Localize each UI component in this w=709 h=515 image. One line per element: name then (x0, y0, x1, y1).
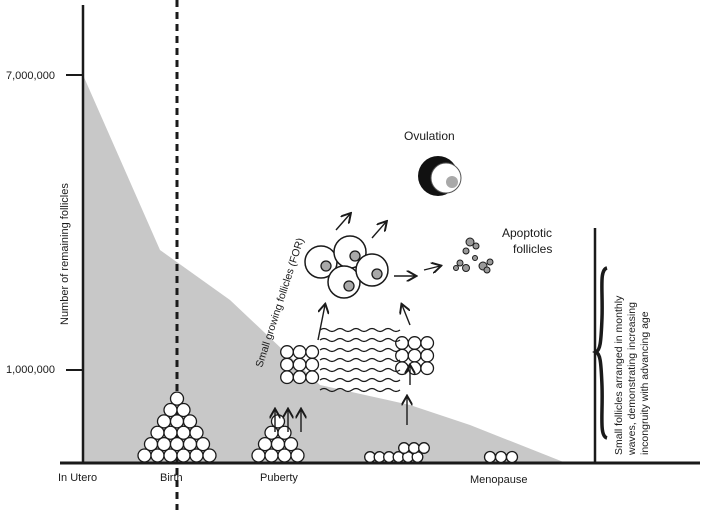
birth-follicle-pyramid (195, 436, 211, 452)
stage-label-birth: Birth (160, 472, 183, 484)
growing-arrow (402, 305, 411, 326)
apoptotic-follicle-icon (486, 258, 494, 266)
dominant-follicle-nucleus (371, 268, 383, 280)
puberty-follicle-grid (305, 370, 320, 385)
apoptotic-follicle-icon (462, 247, 470, 255)
curly-brace-icon (592, 266, 608, 440)
y-tick-label-7m: 7,000,000 (6, 70, 55, 82)
puberty-follicle-grid (305, 357, 320, 372)
dominant-follicle-nucleus (349, 250, 361, 262)
follicle-decline-area (83, 75, 566, 463)
growing-follicle-grid (395, 361, 409, 376)
birth-follicle-pyramid (169, 391, 185, 406)
dominant-follicle-nucleus (343, 280, 355, 292)
growing-follicle-grid (420, 348, 435, 363)
apoptotic-follicle-icon (453, 265, 459, 271)
stage-label-menopause: Menopause (470, 474, 528, 486)
y-axis-title: Number of remaining follicles (59, 183, 71, 325)
apoptotic-label: Apoptotic follicles (502, 226, 555, 256)
follicle-wave (319, 387, 401, 393)
apoptotic-follicle-icon (465, 237, 475, 247)
follicle-wave (319, 337, 401, 343)
birth-follicle-pyramid (189, 425, 204, 440)
menopause-follicle-row (408, 442, 420, 454)
dominant-follicle (327, 265, 361, 299)
puberty-follicle-grid (292, 345, 307, 359)
apoptosis-arrow (423, 266, 440, 270)
ovulation-label: Ovulation (404, 129, 455, 143)
y-tick-label-1m: 1,000,000 (6, 364, 55, 376)
puberty-follicle-pyramid (283, 436, 299, 452)
follicle-wave (319, 377, 401, 383)
ovulated-oocyte-icon (418, 156, 462, 196)
puberty-follicle-pyramid (290, 448, 305, 463)
side-note: Small follicles arranged in monthly wave… (613, 295, 651, 456)
menopause-follicle-row (494, 450, 508, 464)
ovulation-arrow (371, 222, 386, 239)
dominant-follicle (355, 253, 389, 287)
ovulation-arrow (335, 214, 350, 231)
birth-follicle-pyramid (176, 402, 191, 418)
puberty-follicle-grid (305, 345, 320, 359)
growing-follicle-grid (420, 361, 435, 376)
apoptotic-follicle-icon (456, 259, 464, 267)
apoptotic-follicle-icon (472, 242, 480, 250)
puberty-follicle-grid (292, 370, 307, 385)
puberty-follicle-grid (280, 357, 294, 372)
growing-follicle-grid (407, 348, 422, 363)
follicle-cells (137, 235, 519, 464)
puberty-follicle-grid (280, 345, 294, 359)
menopause-follicle-row (483, 450, 497, 464)
follicle-wave (319, 347, 401, 353)
apoptotic-follicle-icon (483, 266, 491, 274)
puberty-follicle-grid (292, 357, 307, 372)
dominant-follicle-nucleus (320, 260, 332, 272)
apoptotic-line-2: follicles (513, 242, 552, 256)
follicle-wave (319, 367, 401, 373)
menopause-follicle-row (418, 442, 430, 454)
growing-follicle-grid (420, 336, 435, 350)
side-note-line-1: Small follicles arranged in monthly (613, 295, 625, 455)
puberty-follicle-grid (280, 370, 294, 385)
apoptotic-follicle-icon (462, 264, 470, 272)
apoptotic-follicle-icon (472, 255, 478, 261)
side-note-line-2: waves, demonstrating increasing (626, 302, 638, 456)
birth-follicle-pyramid (182, 414, 198, 429)
follicle-wave (319, 327, 401, 333)
menopause-follicle-row (505, 450, 519, 464)
growing-follicle-grid (395, 336, 409, 350)
apoptotic-line-1: Apoptotic (502, 226, 552, 240)
stage-label-in-utero: In Utero (58, 472, 97, 484)
side-note-line-3: incongruity with advancing age (639, 311, 651, 455)
growing-follicle-grid (407, 336, 422, 350)
menopause-follicle-row (398, 442, 410, 454)
growing-arrow (317, 305, 325, 341)
arrows (275, 214, 440, 432)
birth-follicle-pyramid (202, 448, 217, 463)
follicle-wave (319, 357, 401, 363)
stage-label-puberty: Puberty (260, 472, 298, 484)
puberty-follicle-pyramid (270, 414, 286, 429)
